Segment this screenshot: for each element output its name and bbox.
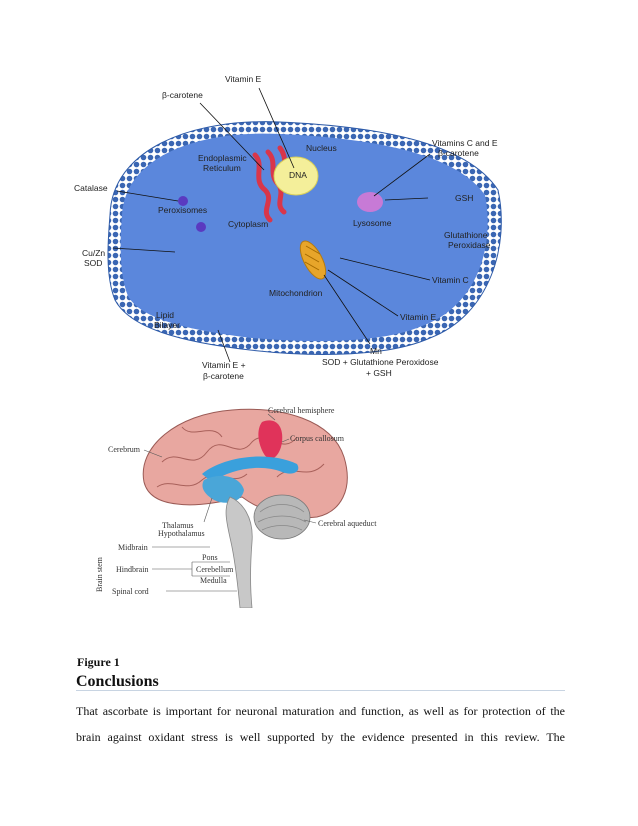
label-hindbrain: Hindbrain xyxy=(116,565,148,574)
label-gpx-1: Glutathione xyxy=(444,230,488,240)
label-er-2: Reticulum xyxy=(203,163,241,173)
label-cerebral-aqueduct: Cerebral aqueduct xyxy=(318,519,377,528)
label-catalase: Catalase xyxy=(74,183,108,193)
label-vit-c-e-1: Vitamins C and E xyxy=(432,138,498,148)
label-lipid-1: Lipid xyxy=(156,310,174,320)
brain-stem-shape xyxy=(226,497,252,608)
cerebellum-shape xyxy=(254,495,310,539)
label-mn: Mn xyxy=(370,346,382,356)
label-gsh-bottom: + GSH xyxy=(366,368,392,378)
label-nucleus: Nucleus xyxy=(306,143,337,153)
label-gpx-2: Peroxidase xyxy=(448,240,491,250)
label-medulla: Medulla xyxy=(200,576,227,585)
label-cerebrum: Cerebrum xyxy=(108,445,141,454)
label-cerebellum: Cerebellum xyxy=(196,565,234,574)
label-cytoplasm: Cytoplasm xyxy=(228,219,268,229)
label-vit-c-e-2: β-carotene xyxy=(438,148,479,158)
label-midbrain: Midbrain xyxy=(118,543,148,552)
label-cuzn-2: SOD xyxy=(84,258,102,268)
label-spinal-cord: Spinal cord xyxy=(112,587,149,596)
label-brain-stem: Brain stem xyxy=(95,556,104,592)
label-vitamin-e-mito: Vitamin E xyxy=(400,312,437,322)
label-beta-carotene-top: β-carotene xyxy=(162,90,203,100)
label-corpus-callosum: Corpus callosum xyxy=(290,434,345,443)
body-paragraph: That ascorbate is important for neuronal… xyxy=(76,698,565,750)
label-vitamin-c: Vitamin C xyxy=(432,275,469,285)
brain-sagittal-diagram: Cerebral hemisphere Corpus callosum Cere… xyxy=(92,402,392,608)
label-gsh: GSH xyxy=(455,193,473,203)
label-mitochondrion: Mitochondrion xyxy=(269,288,323,298)
section-heading: Conclusions xyxy=(76,673,159,691)
label-cerebral-hemisphere: Cerebral hemisphere xyxy=(268,406,335,415)
label-er-1: Endoplasmic xyxy=(198,153,247,163)
label-vit-e-bottom-2: β-carotene xyxy=(203,371,244,381)
label-hypothalamus: Hypothalamus xyxy=(158,529,205,538)
label-sod-gpx: SOD + Glutathione Peroxidose xyxy=(322,357,439,367)
label-vitamin-e-top: Vitamin E xyxy=(225,74,262,84)
label-lipid-2: Bilayer xyxy=(154,320,180,330)
label-lysosome: Lysosome xyxy=(353,218,392,228)
label-dna: DNA xyxy=(289,170,307,180)
label-peroxisomes: Peroxisomes xyxy=(158,205,207,215)
figure-caption: Figure 1 xyxy=(77,655,120,670)
lysosome xyxy=(357,192,383,212)
label-vit-e-bottom-1: Vitamin E + xyxy=(202,360,246,370)
label-cuzn-1: Cu/Zn xyxy=(82,248,105,258)
antioxidant-cell-diagram: Vitamin E β-carotene Nucleus DNA Endopla… xyxy=(70,70,510,390)
label-pons: Pons xyxy=(202,553,218,562)
peroxisome-2 xyxy=(196,222,206,232)
heading-rule xyxy=(76,690,565,691)
